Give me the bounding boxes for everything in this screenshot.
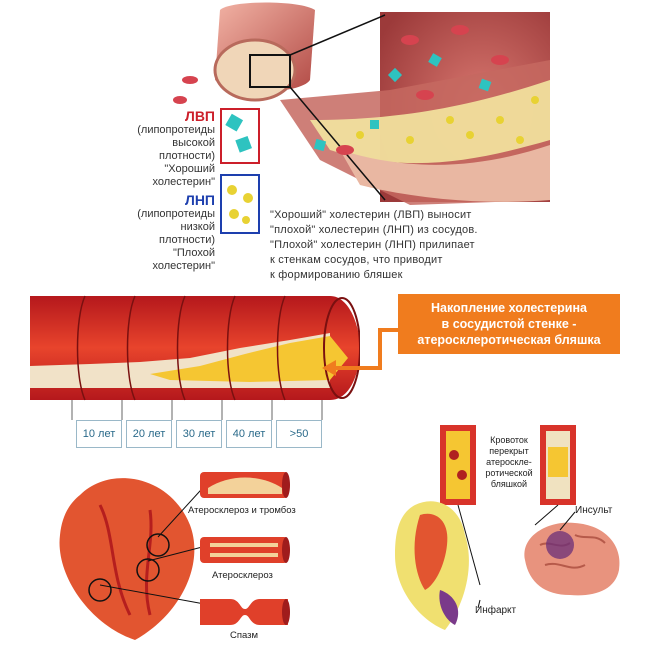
heart-marker-2	[136, 558, 160, 582]
ldl-swatch-box	[220, 174, 260, 234]
brain-illustration	[515, 515, 625, 600]
stroke-label: Инсульт	[575, 505, 613, 516]
particles	[173, 25, 539, 155]
vessel-spasm-label: Спазм	[230, 630, 259, 641]
vessel-thrombosis-label: Атеросклероз и тромбоз	[188, 505, 296, 516]
hdl-swatch-box	[220, 108, 260, 164]
blocked-vessel-left	[440, 425, 476, 505]
stroke-pointers	[440, 490, 590, 610]
progression-svg	[30, 295, 360, 401]
stroke-heart-illustration	[385, 495, 485, 635]
plaque-growth	[150, 336, 348, 382]
heart-marker-3	[146, 533, 170, 557]
hdl-description: (липопротеиды высокой плотности) "Хороши…	[137, 124, 215, 188]
vessel-atherosclerosis	[200, 535, 290, 565]
vessel-spasm	[200, 597, 290, 627]
heart-marker-1	[88, 578, 112, 602]
blocked-vessel-right	[540, 425, 576, 505]
age-label: >50	[276, 420, 322, 448]
vessel-thrombosis	[200, 470, 290, 500]
age-label: 30 лет	[176, 420, 222, 448]
zoom-box	[249, 54, 291, 88]
age-label: 40 лет	[226, 420, 272, 448]
artery-illustration	[160, 0, 560, 210]
ldl-particle-icon	[227, 185, 253, 224]
cholesterol-caption: "Хороший" холестерин (ЛВП) выносит "плох…	[270, 209, 478, 281]
hdl-title: ЛВП	[185, 108, 215, 124]
outer-wall	[340, 145, 550, 202]
segment-rings	[76, 295, 286, 401]
hdl-particle-icon	[225, 113, 252, 153]
vessel-atherosclerosis-label: Атеросклероз	[212, 570, 273, 581]
callout-arrow	[320, 320, 400, 380]
ldl-title: ЛНП	[185, 192, 215, 208]
infarct-label: Инфаркт	[475, 605, 517, 616]
artery-opening	[213, 38, 297, 102]
plaque-callout: Накопление холестерина в сосудистой стен…	[398, 294, 620, 354]
age-label: 10 лет	[76, 420, 122, 448]
ldl-description: (липопротеиды низкой плотности) "Плохой …	[137, 208, 215, 272]
heart-shape	[59, 478, 195, 640]
age-connectors	[70, 400, 350, 420]
artery-end	[323, 297, 360, 399]
zoom-line-top	[289, 14, 386, 56]
plaque-layer	[310, 80, 550, 164]
blocked-flow-label: Кровоток перекрыт атероскле- ротической …	[485, 435, 533, 489]
artery-svg	[173, 2, 550, 205]
age-label: 20 лет	[126, 420, 172, 448]
heart-illustration	[40, 465, 220, 645]
zoom-line-bottom	[289, 86, 386, 201]
artery-progression	[30, 288, 360, 410]
